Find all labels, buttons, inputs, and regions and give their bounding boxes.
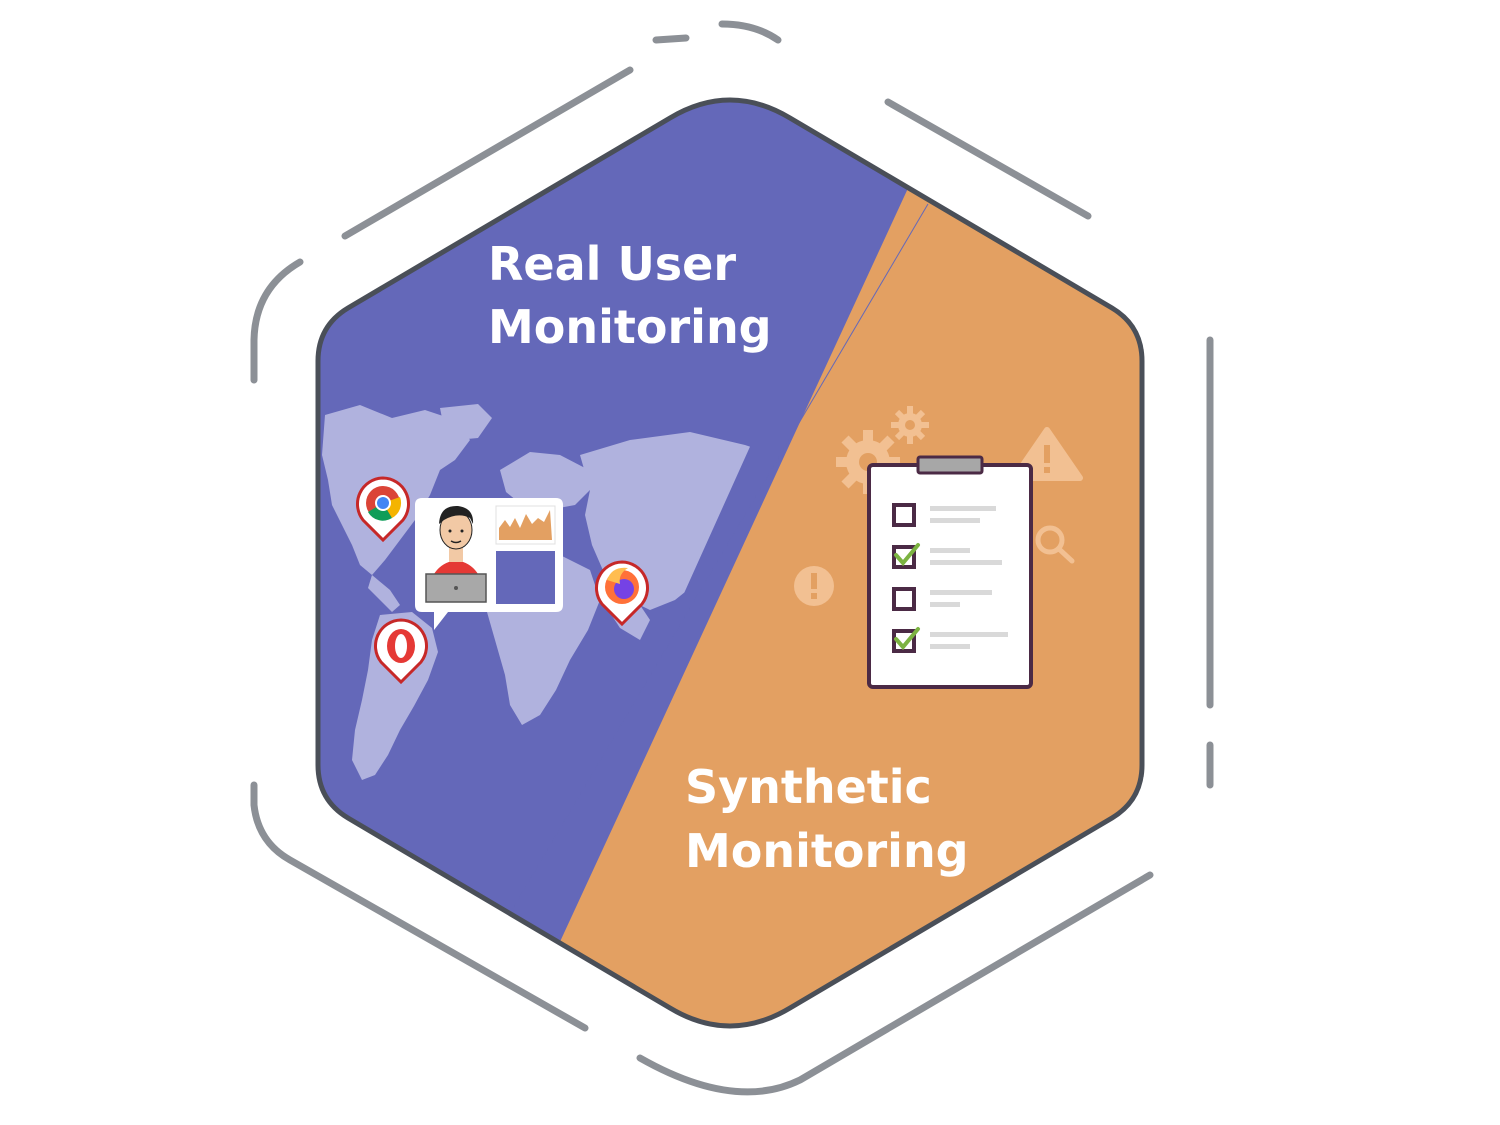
mini-panel: [496, 551, 555, 604]
firefox-icon: [605, 567, 639, 604]
mini-chart-area: [499, 510, 552, 540]
checklist-line: [930, 602, 960, 607]
chrome-pin: [356, 476, 410, 543]
check-icon: [894, 543, 920, 567]
search-icon: [1035, 525, 1075, 564]
checklist-item: [892, 503, 996, 527]
checklist-line: [930, 590, 992, 595]
checkbox: [892, 503, 916, 527]
checklist-line: [930, 644, 970, 649]
checklist-line: [930, 560, 1002, 565]
checklist-item: [892, 627, 1008, 653]
rum-title-line1: Real User: [488, 237, 736, 291]
checklist-clipboard: [867, 455, 1033, 689]
clipboard-clip: [916, 455, 984, 475]
laptop-icon: [425, 573, 487, 603]
checkbox: [892, 545, 916, 569]
synthetic-title-line1: Synthetic: [685, 760, 932, 814]
checklist-line: [930, 518, 980, 523]
chrome-icon: [366, 486, 402, 521]
checklist-line: [930, 548, 970, 553]
opera-icon: [387, 629, 415, 663]
checklist-item: [892, 543, 1002, 569]
synthetic-title-line2: Monitoring: [685, 824, 969, 878]
checklist-line: [930, 506, 996, 511]
gear-icon: [836, 406, 929, 494]
firefox-pin: [595, 560, 649, 627]
checkbox: [892, 629, 916, 653]
opera-pin: [374, 618, 428, 685]
checklist-line: [930, 632, 1008, 637]
dashed-hexagon-frame: [250, 20, 1214, 1096]
check-icon: [894, 627, 920, 651]
checklist-item: [892, 587, 992, 611]
rum-title-line2: Monitoring: [488, 300, 772, 354]
alert-icon: [794, 566, 834, 606]
hexagon-outline: [315, 97, 1145, 1029]
checkbox: [892, 587, 916, 611]
user-avatar: [425, 505, 487, 603]
user-dashboard-card: [415, 498, 563, 630]
